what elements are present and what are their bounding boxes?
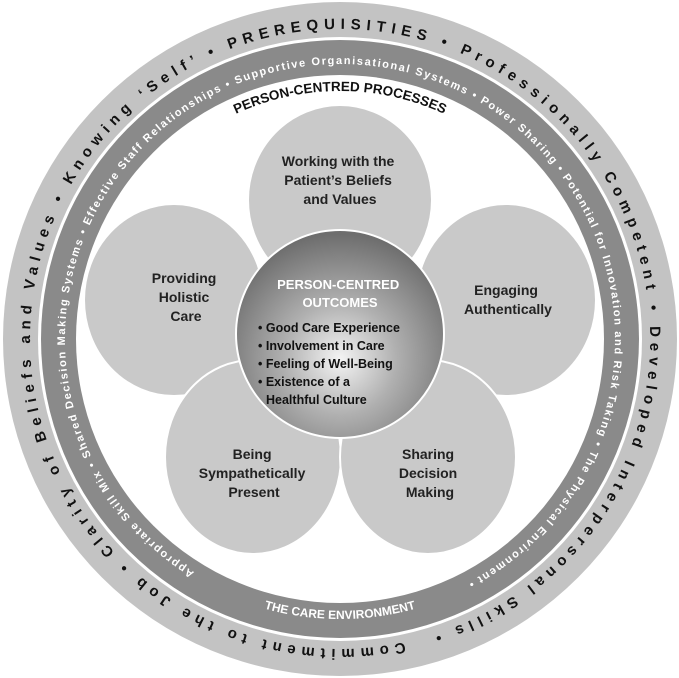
petal-label-2: Sharing Decision Making: [399, 446, 461, 500]
petal-label-4: Providing Holistic Care: [152, 270, 220, 324]
petal-label-3: Being Sympathetically Present: [199, 446, 310, 500]
outcomes-sphere: [235, 229, 445, 439]
outcomes-list: • Good Care Experience • Involvement in …: [258, 321, 403, 407]
petal-labels: Working with the Patient’s Beliefs and V…: [152, 153, 552, 500]
petal-label-1: Engaging Authentically: [464, 282, 552, 317]
outcomes-title: PERSON-CENTRED OUTCOMES: [277, 277, 403, 310]
petal-label-0: Working with the Patient’s Beliefs and V…: [282, 153, 398, 207]
